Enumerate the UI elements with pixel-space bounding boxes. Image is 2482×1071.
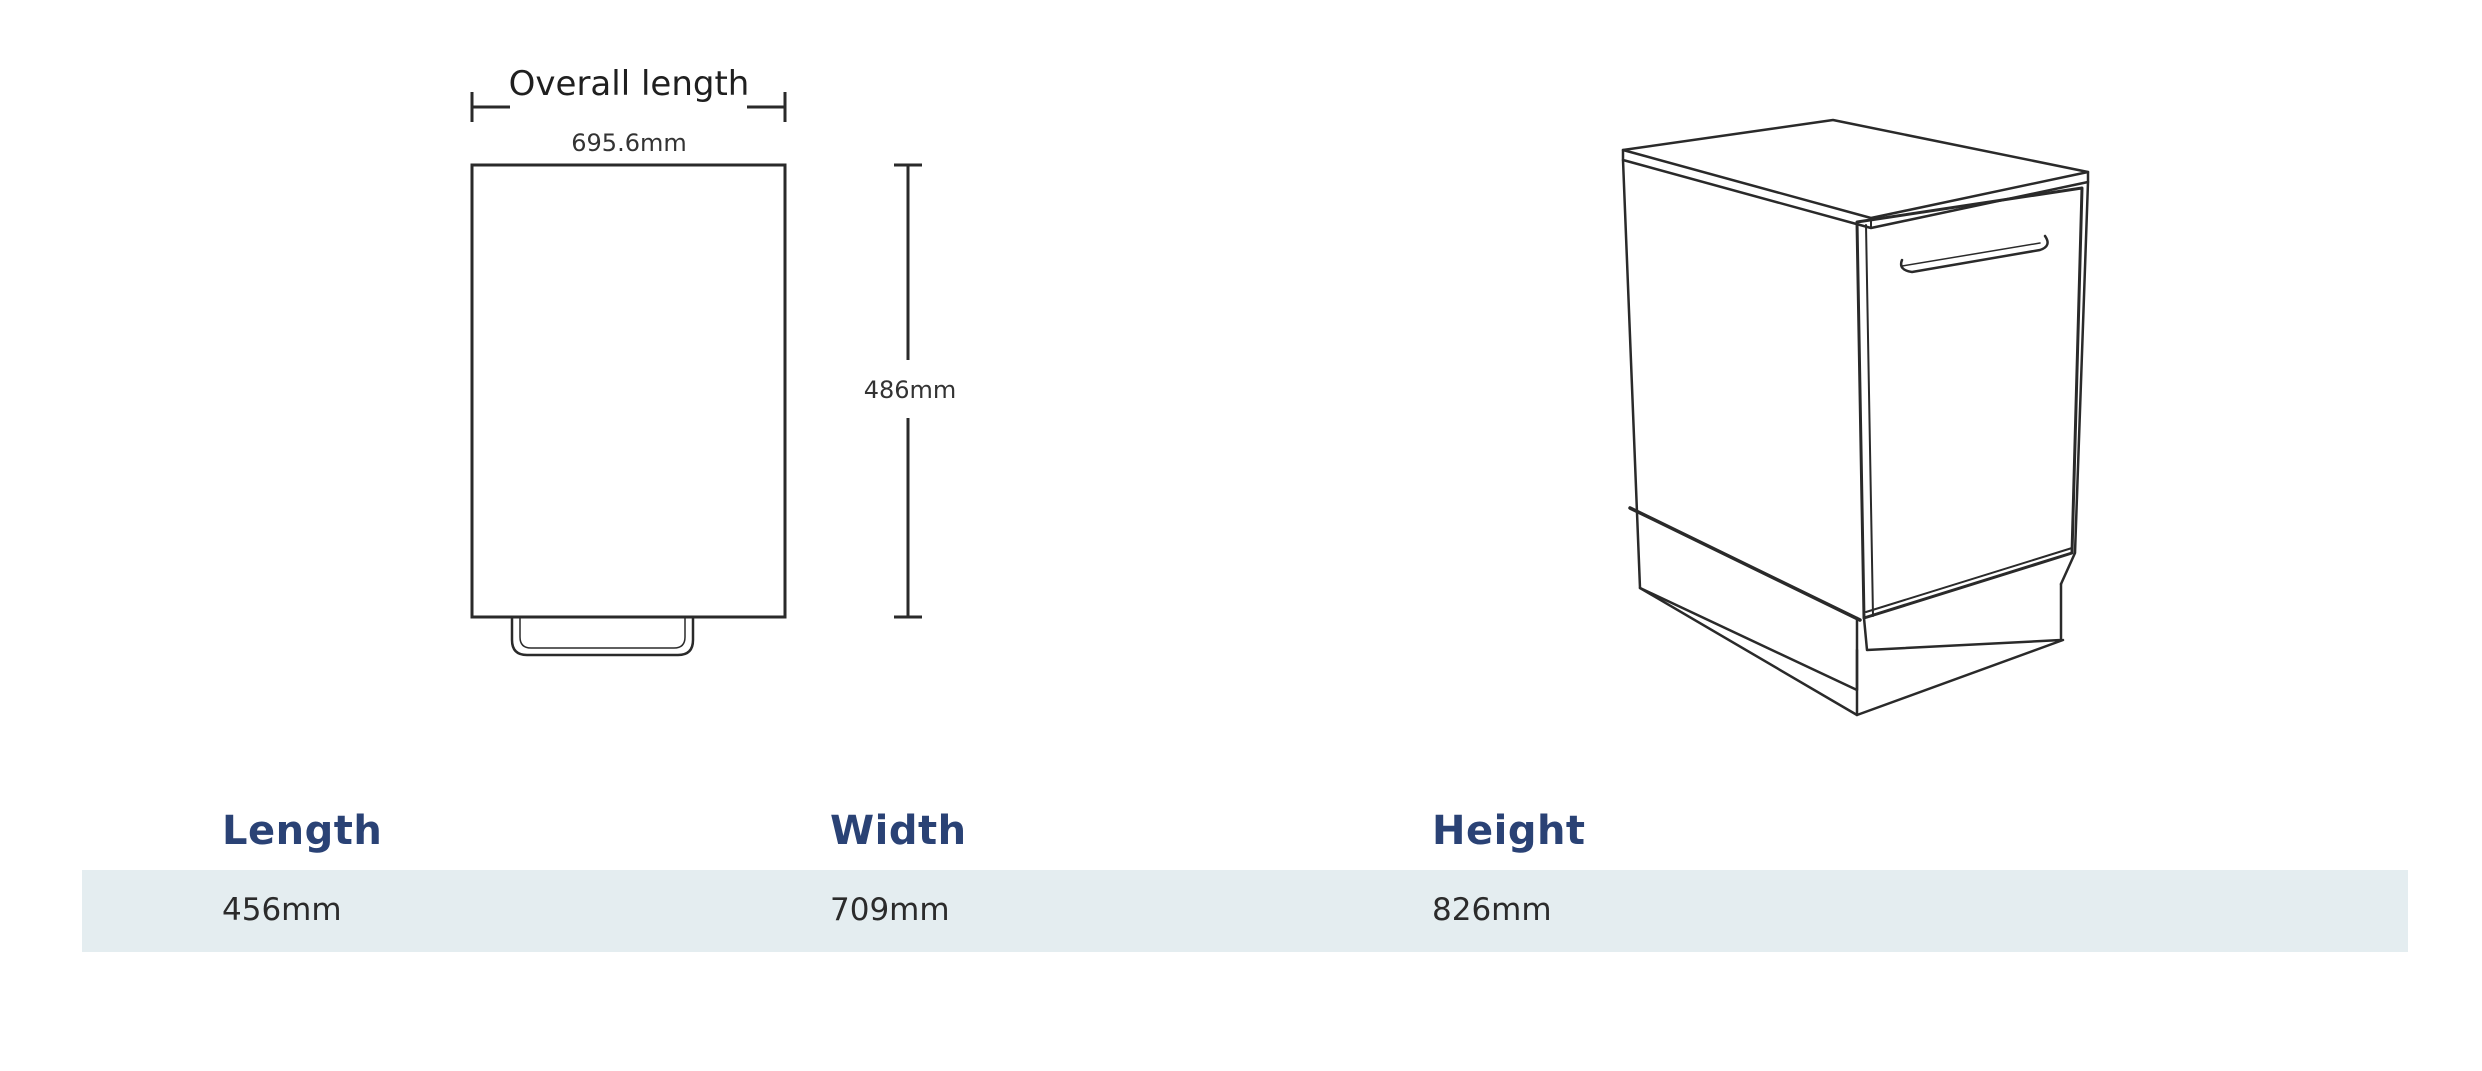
value-height: 826mm — [1432, 892, 1552, 928]
cabinet-side — [1621, 158, 1859, 692]
height-dimension — [894, 163, 922, 619]
isometric-cabinet-view — [1621, 118, 2090, 717]
cabinet-top — [1621, 118, 2090, 220]
value-length: 456mm — [222, 892, 342, 928]
front-panel — [470, 163, 787, 619]
overall-length-dimension — [470, 92, 787, 122]
door-handle-icon — [1899, 234, 2049, 274]
header-height: Height — [1432, 808, 1586, 854]
overall-length-caption: Overall length — [509, 64, 750, 104]
cabinet-door — [1855, 186, 2084, 620]
cabinet-plinth — [1862, 582, 2063, 652]
spec-value-row: 456mm 709mm 826mm — [82, 870, 2408, 952]
header-length: Length — [222, 808, 383, 854]
front-view — [470, 92, 922, 657]
width-dimension-label: 695.6mm — [571, 129, 686, 157]
dimension-spec-table: Length Width Height 456mm 709mm 826mm — [82, 790, 2408, 952]
spec-header-row: Length Width Height — [82, 790, 2408, 870]
product-dimension-diagram: Overall length 695.6mm 486mm — [470, 64, 2090, 717]
handle-icon — [510, 617, 695, 657]
height-dimension-label: 486mm — [864, 376, 957, 404]
header-width: Width — [830, 808, 967, 854]
value-width: 709mm — [830, 892, 950, 928]
